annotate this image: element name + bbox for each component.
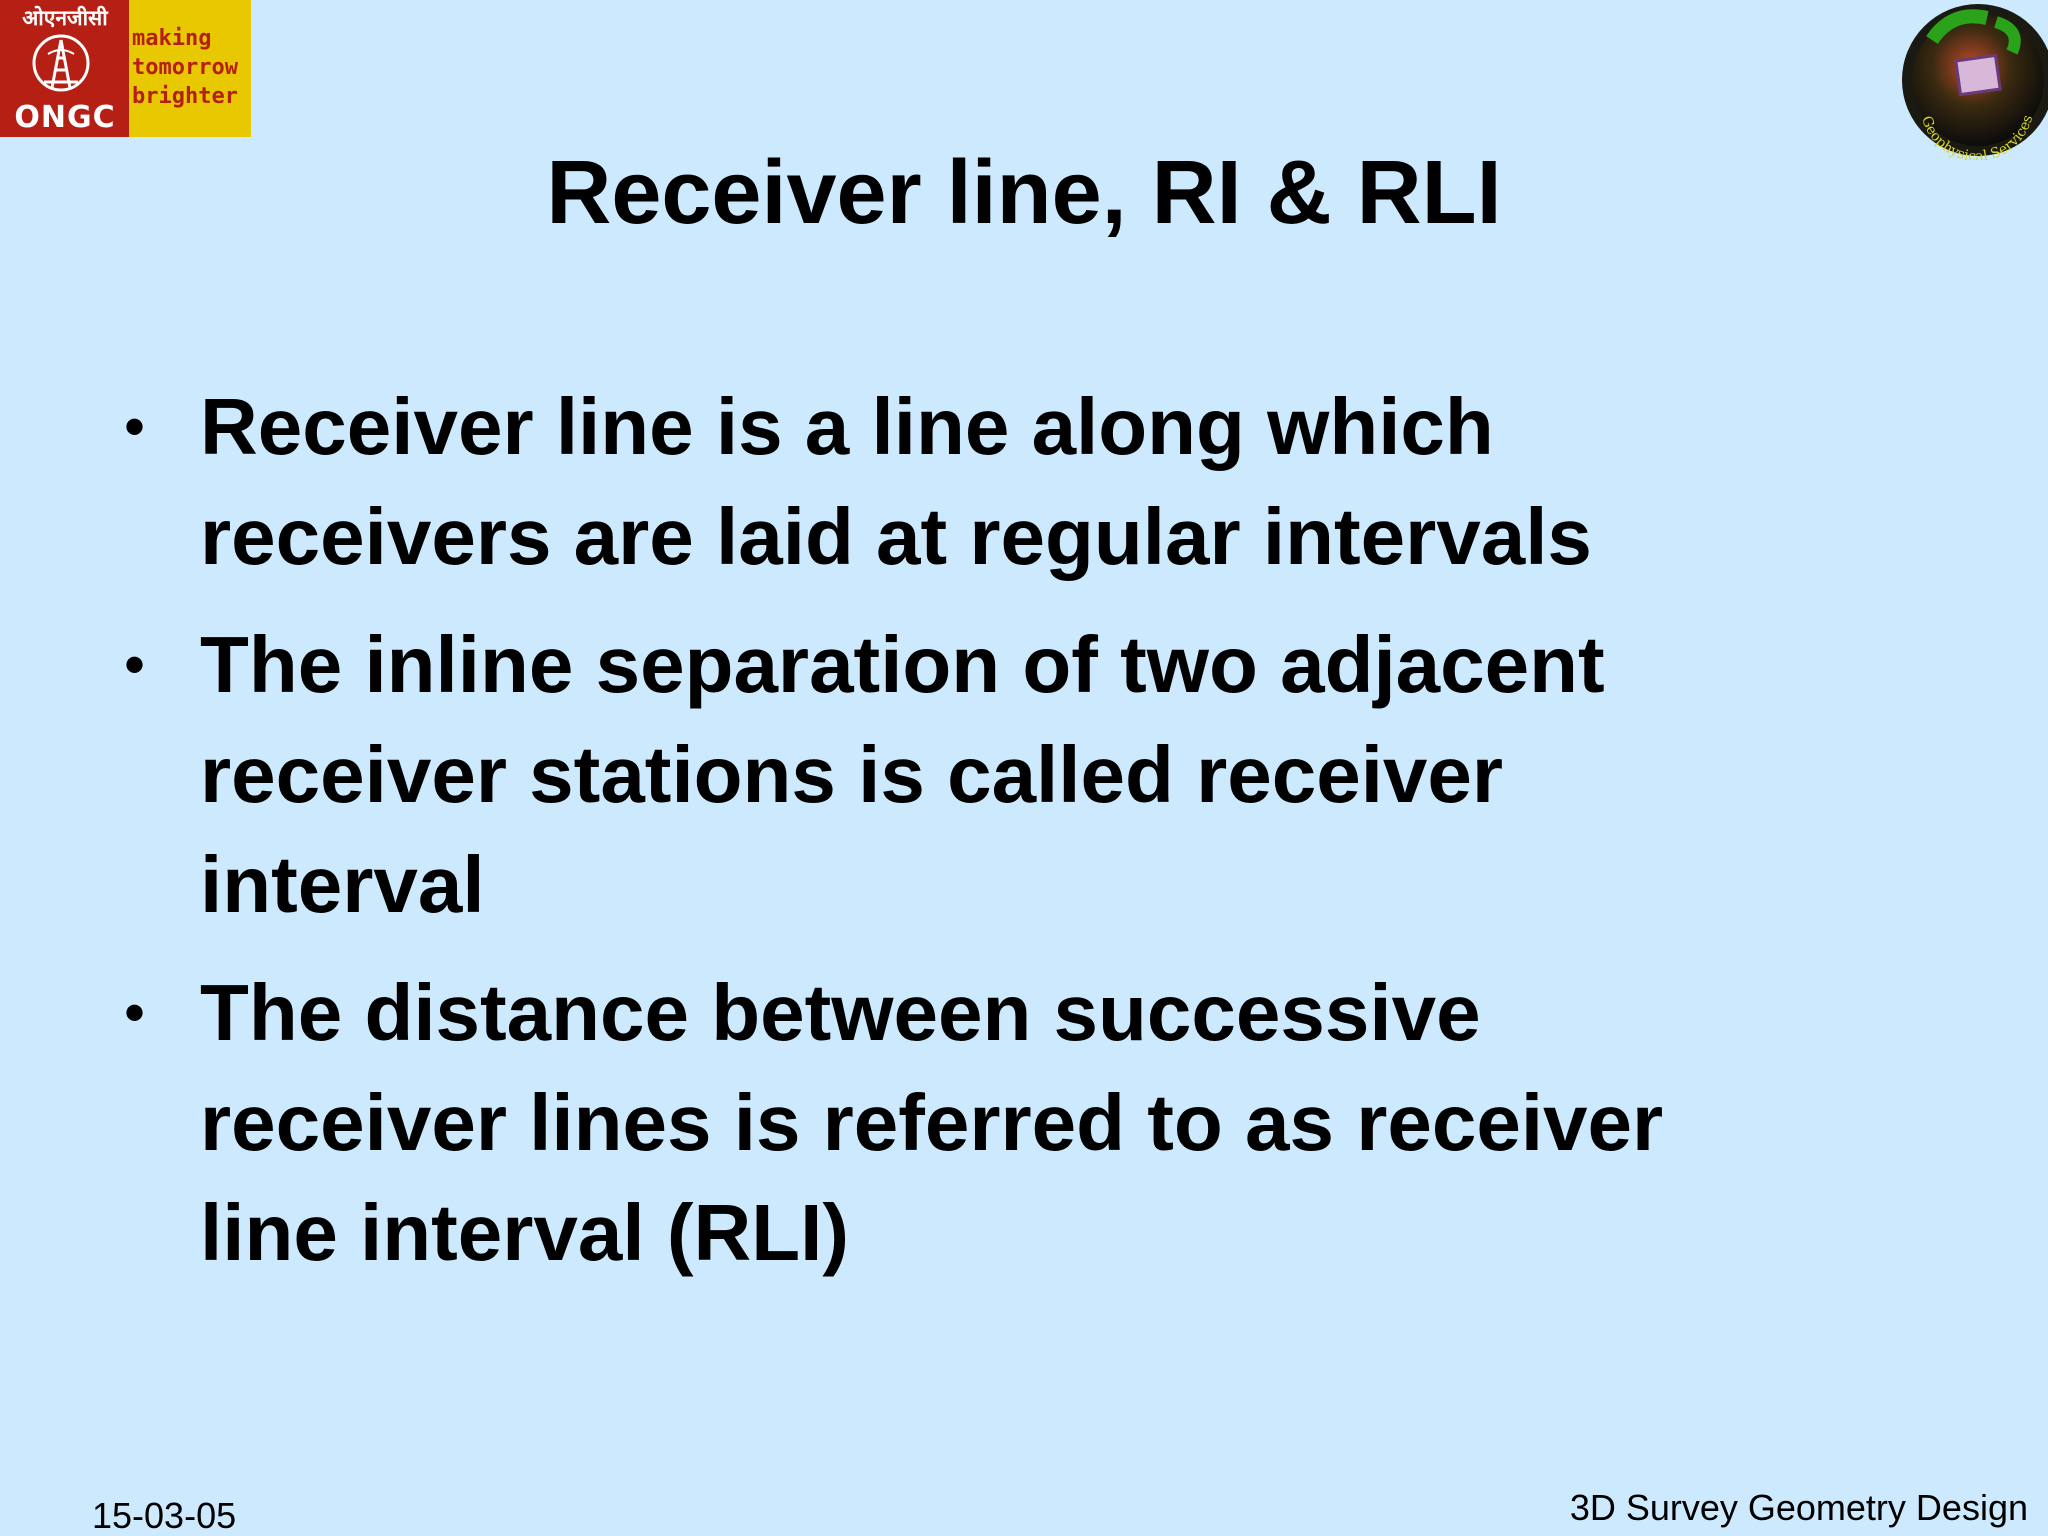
ongc-logo: ओएनजीसी ONGC making tomorrow brighter xyxy=(0,0,251,137)
bullet-line: line interval (RLI) xyxy=(200,1188,849,1277)
geophysical-services-logo: Geophysical Services xyxy=(1902,4,2048,160)
bullet-marker: • xyxy=(124,979,146,1046)
oil-derrick-icon xyxy=(32,34,90,92)
bullet-line: receiver lines is referred to as receive… xyxy=(200,1078,1664,1167)
bullet-line: Receiver line is a line along which xyxy=(200,382,1494,471)
bullet-marker: • xyxy=(124,631,146,698)
ongc-tagline-line: making xyxy=(132,26,212,51)
ongc-hindi-name: ओएनजीसी xyxy=(22,6,108,30)
bullet-list: • Receiver line is a line along which re… xyxy=(120,372,2000,1306)
bullet-item: • The distance between successive receiv… xyxy=(120,958,2000,1288)
footer-date: 15-03-05 xyxy=(92,1495,237,1536)
bullet-line: receivers are laid at regular intervals xyxy=(200,492,1592,581)
ongc-tagline: making tomorrow brighter xyxy=(132,24,250,111)
bullet-item: • The inline separation of two adjacent … xyxy=(120,610,2000,940)
bullet-line: receiver stations is called receiver xyxy=(200,730,1504,819)
ongc-name: ONGC xyxy=(14,100,116,135)
ongc-logo-red-panel: ओएनजीसी ONGC xyxy=(0,0,129,137)
bullet-marker: • xyxy=(124,393,146,460)
slide-title: Receiver line, RI & RLI xyxy=(546,143,1502,243)
ongc-tagline-line: tomorrow xyxy=(132,55,238,80)
footer-title: 3D Survey Geometry Design xyxy=(1569,1487,2028,1528)
bullet-line: The distance between successive xyxy=(200,968,1481,1057)
bullet-line: The inline separation of two adjacent xyxy=(200,620,1605,709)
ongc-tagline-line: brighter xyxy=(132,84,238,109)
bullet-line: interval xyxy=(200,840,485,929)
bullet-item: • Receiver line is a line along which re… xyxy=(120,372,2000,592)
